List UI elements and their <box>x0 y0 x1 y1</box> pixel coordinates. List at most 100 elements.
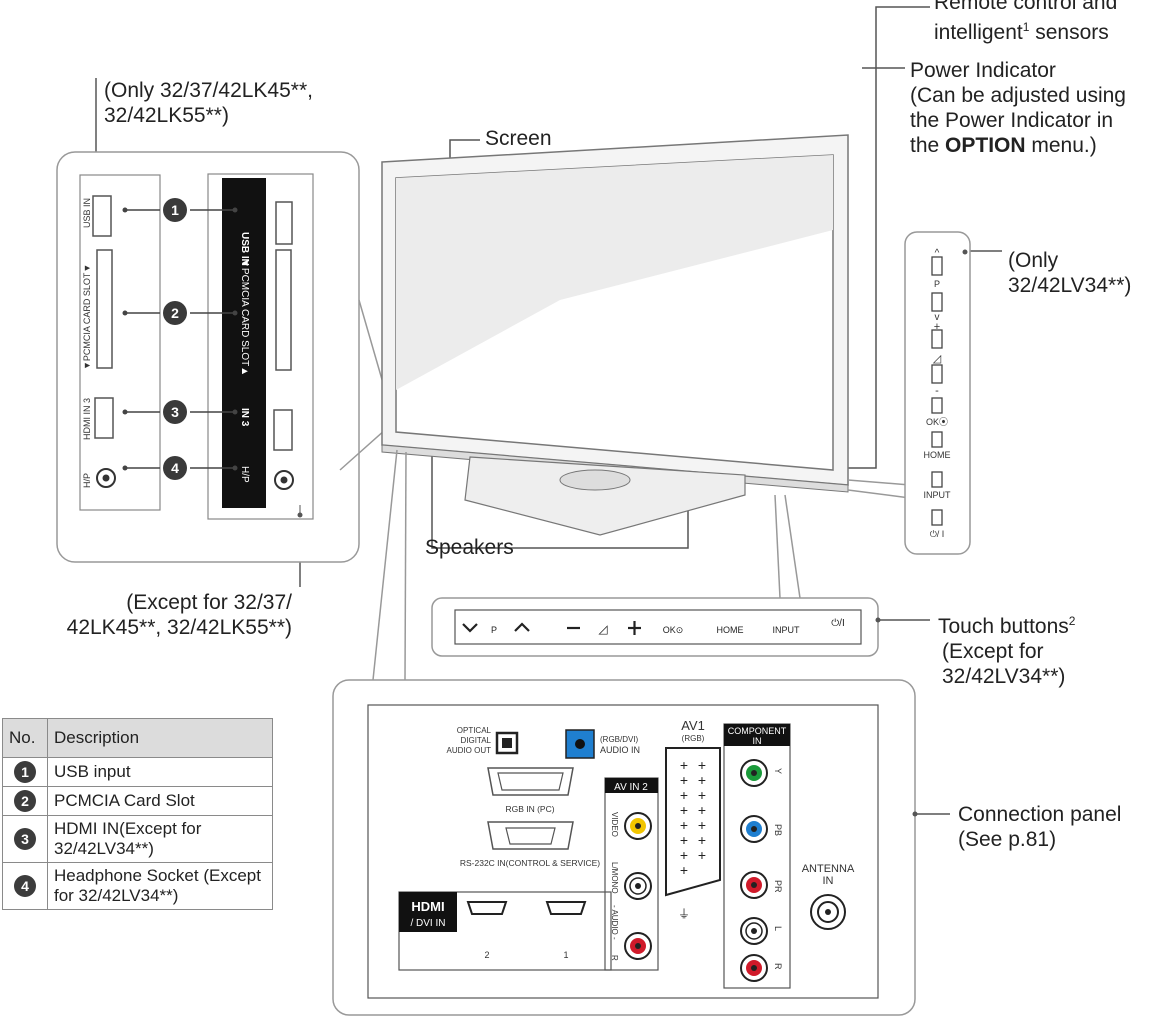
svg-text:+: + <box>698 757 706 773</box>
row-number: 2 <box>14 790 36 812</box>
callout-bullets: 1 2 3 4 <box>163 198 187 480</box>
svg-text:+: + <box>680 817 688 833</box>
antenna-label-2: IN <box>823 875 834 887</box>
vbtn-input: INPUT <box>924 490 952 500</box>
row-description: HDMI IN(Except for 32/42LV34**) <box>47 815 273 863</box>
touch-buttons-label: Touch buttons2 (Except for 32/42LV34**) <box>938 614 1076 688</box>
only-lk-label: (Only 32/37/42LK45**, 32/42LK55**) <box>104 79 313 127</box>
touch-buttons-box <box>431 597 879 657</box>
svg-text:+: + <box>680 832 688 848</box>
lmono-label: L/MONO <box>610 862 619 894</box>
touch-home: HOME <box>717 625 744 635</box>
table-row: 4 Headphone Socket (Except for 32/42LV34… <box>2 862 273 910</box>
touch-power: ⏻/I <box>831 618 844 629</box>
component-in-label: IN <box>753 736 762 746</box>
svg-text:+: + <box>680 862 688 878</box>
hdmi-label-right: IN 3 <box>239 408 250 427</box>
speakers-bracket <box>431 450 689 549</box>
except-lk-label: (Except for 32/37/ 42LK45**, 32/42LK55**… <box>66 591 292 639</box>
hdmi-port-right <box>273 409 293 451</box>
hdmi-port-1 <box>545 901 587 915</box>
r-label-av: R <box>610 955 619 961</box>
tv-illustration <box>381 134 849 536</box>
speakers-label: Speakers <box>425 536 514 559</box>
r-label-comp: R <box>773 963 783 970</box>
optical-label-3: AUDIO OUT <box>447 746 492 755</box>
rgb-in-label: RGB IN (PC) <box>505 804 554 814</box>
hdmi-logo-box <box>399 892 457 932</box>
power-indicator-label: Power Indicator (Can be adjusted using t… <box>910 59 1126 157</box>
hdmi-logo: HDMI <box>411 899 444 914</box>
component-label: COMPONENT <box>728 726 787 736</box>
row-description: Headphone Socket (Except for 32/42LV34**… <box>47 862 273 910</box>
optical-label-1: OPTICAL <box>457 726 492 735</box>
table-header: No. Description <box>2 718 273 758</box>
header-description: Description <box>47 718 273 758</box>
usb-port-right <box>275 201 293 245</box>
audio-in-label-1: (RGB/DVI) <box>600 735 639 744</box>
row-description: PCMCIA Card Slot <box>47 786 273 816</box>
audio-in-label-2: AUDIO IN <box>600 745 640 755</box>
rgb-in-port <box>487 767 574 796</box>
dvi-in-label: / DVI IN <box>410 918 445 929</box>
av1-label: AV1 <box>681 718 705 733</box>
hp-jack-left <box>96 468 116 488</box>
svg-text:+: + <box>680 847 688 863</box>
callout-number: 1 <box>171 202 179 218</box>
callout-bullet <box>163 301 187 325</box>
audio-label: - AUDIO - <box>610 905 619 940</box>
remote-sensor-label: Remote control and intelligent1 sensors <box>934 0 1118 44</box>
connection-panel-label: Connection panel (See p.81) <box>958 803 1122 851</box>
row-description: USB input <box>47 757 273 787</box>
callout-number: 2 <box>171 305 179 321</box>
pcmcia-slot-right <box>275 249 292 371</box>
pr-label: PR <box>773 880 783 893</box>
header-no: No. <box>2 718 48 758</box>
antenna-label-1: ANTENNA <box>802 863 855 875</box>
svg-text:+: + <box>698 817 706 833</box>
table-row: 2 PCMCIA Card Slot <box>2 786 273 816</box>
svg-text:+: + <box>680 757 688 773</box>
hdmi-1-label: 1 <box>563 950 568 960</box>
side-black-panel <box>222 178 266 508</box>
svg-text:+: + <box>698 802 706 818</box>
callout-bullet <box>163 198 187 222</box>
video-label: VIDEO <box>610 812 619 837</box>
touch-ok: OK⊙ <box>663 625 684 635</box>
l-label: L <box>773 926 783 931</box>
svg-text:-: - <box>935 385 939 397</box>
svg-text:+: + <box>698 772 706 788</box>
description-table: No. Description 1 USB input 2 PCMCIA Car… <box>2 718 273 910</box>
pcmcia-slot-left <box>96 249 113 369</box>
connection-panel-box <box>332 679 916 1016</box>
hp-label-left: H/P <box>82 473 92 488</box>
pcmcia-label-left: ▼PCMCIA CARD SLOT▼ <box>82 264 92 370</box>
hdmi-port-2 <box>466 901 508 915</box>
optical-label-2: DIGITAL <box>460 736 491 745</box>
hp-label-right: H/P <box>239 466 250 483</box>
svg-text:+: + <box>698 787 706 803</box>
hp-jack-right <box>274 470 294 490</box>
table-row: 1 USB input <box>2 757 273 787</box>
only-lv-label: (Only 32/42LV34**) <box>1008 249 1132 297</box>
rs232-port <box>487 821 574 850</box>
svg-text:^: ^ <box>935 248 940 259</box>
svg-text:+: + <box>680 802 688 818</box>
screen-label: Screen <box>485 127 552 150</box>
hdmi-port-left <box>94 397 114 439</box>
y-label: Y <box>773 768 783 774</box>
touch-input: INPUT <box>773 625 801 635</box>
vertical-buttons-box <box>904 231 971 555</box>
tv-stand <box>464 456 746 536</box>
svg-text:◿: ◿ <box>598 622 608 636</box>
usb-label-left: USB IN <box>82 198 92 228</box>
optical-port <box>495 731 519 755</box>
svg-text:⏚: ⏚ <box>678 907 690 921</box>
vbtn-p: P <box>934 279 940 289</box>
svg-text:+: + <box>698 832 706 848</box>
av-in2-label: AV IN 2 <box>614 782 648 793</box>
row-number: 3 <box>14 828 36 850</box>
vbtn-ok: OK⦿ <box>926 417 948 427</box>
